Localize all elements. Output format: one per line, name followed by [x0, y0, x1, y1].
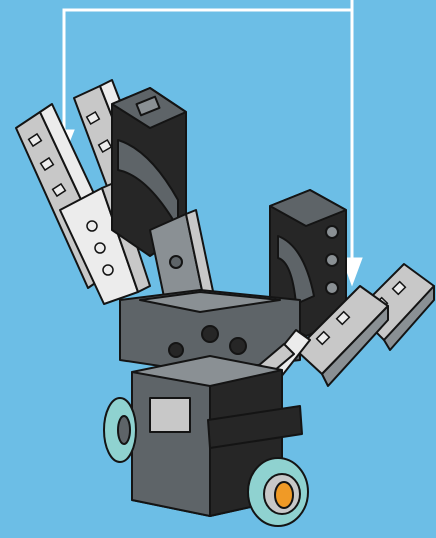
- left-wheel: [104, 398, 136, 462]
- right-wheel: [248, 458, 308, 526]
